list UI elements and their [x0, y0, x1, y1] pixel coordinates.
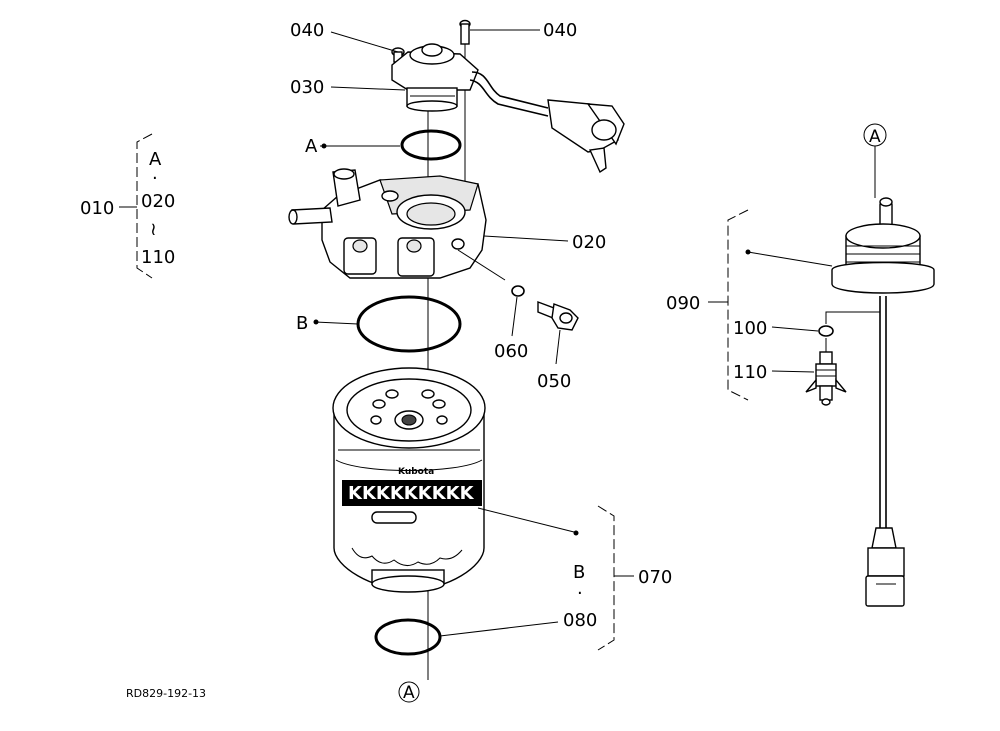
callout-010: 010 — [80, 198, 114, 219]
group-010-dashed-bracket — [136, 133, 153, 279]
head-to-plug-line — [457, 249, 506, 281]
group-070-dashed-bracket — [597, 505, 615, 651]
part-020-filter-head — [288, 168, 487, 279]
callout-100: 100 — [733, 318, 767, 339]
callout-030: 030 — [290, 77, 324, 98]
group-010-tilde: ≀ — [150, 219, 157, 240]
group-010-item-110: 110 — [141, 247, 175, 268]
callout-070: 070 — [638, 567, 672, 588]
group-010-bracket: 010 A · 020 ≀ 110 — [80, 133, 175, 279]
ref-a-label-right: A — [869, 127, 881, 147]
leader-020 — [483, 235, 569, 242]
part-100-guide-line — [825, 298, 881, 324]
group-010-item-a: A — [149, 149, 162, 170]
ref-a-circle-bottom — [398, 681, 420, 703]
leader-050 — [555, 329, 561, 365]
leader-090 — [747, 251, 833, 267]
callout-110: 110 — [733, 362, 767, 383]
ref-a-dot — [321, 143, 327, 149]
part-080-o-ring — [374, 618, 442, 656]
leader-080 — [439, 621, 559, 637]
group-010-dot: · — [152, 168, 158, 189]
o-ring-a-upper — [400, 129, 462, 161]
filter-band — [342, 480, 482, 506]
ref-b-label: B — [296, 313, 308, 334]
leader-070 — [477, 507, 575, 533]
group-010-item-020: 020 — [141, 191, 175, 212]
ref-a-label: A — [305, 136, 318, 157]
part-070-filter-cartridge: KKKKKKKKK Kubota — [332, 367, 486, 593]
leader-110 — [771, 370, 815, 373]
part-060-washer — [511, 285, 525, 297]
callout-090: 090 — [666, 293, 700, 314]
leader-ref-b — [314, 321, 359, 325]
callout-060: 060 — [494, 341, 528, 362]
drawing-code: RD829-192-13 — [126, 687, 206, 700]
part-090-sensor-assembly — [831, 197, 935, 607]
group-070-item-b: B — [573, 562, 585, 583]
o-ring-b — [356, 295, 462, 353]
part-030-cable — [469, 71, 625, 174]
part-040-screw-right — [459, 19, 471, 45]
leader-060 — [511, 296, 518, 337]
part-110-valve — [805, 351, 847, 406]
callout-040-right: 040 — [543, 20, 577, 41]
leader-040-left — [330, 31, 399, 53]
ref-b-dot — [313, 319, 319, 325]
part-050-plug-bolt — [537, 300, 579, 331]
group-090-dashed-bracket — [727, 209, 749, 401]
part-100-o-ring — [818, 325, 834, 337]
group-070-item-080: 080 — [563, 610, 597, 631]
callout-050: 050 — [537, 371, 571, 392]
group-070-bracket: 070 B · 080 — [563, 505, 672, 651]
leader-030 — [330, 86, 406, 91]
part-030-sensor-head — [391, 43, 479, 112]
filter-band-pattern: KKKKKKKKK — [348, 483, 475, 504]
filter-brand-label: Kubota — [398, 467, 434, 477]
ref-a-label-bottom: A — [403, 683, 415, 703]
callout-040-left: 040 — [290, 20, 324, 41]
group-090-bracket: 090 — [666, 209, 749, 401]
leader-100 — [771, 326, 819, 332]
leader-070-dot — [573, 530, 579, 536]
group-070-dot: · — [577, 583, 583, 604]
callout-020: 020 — [572, 232, 606, 253]
